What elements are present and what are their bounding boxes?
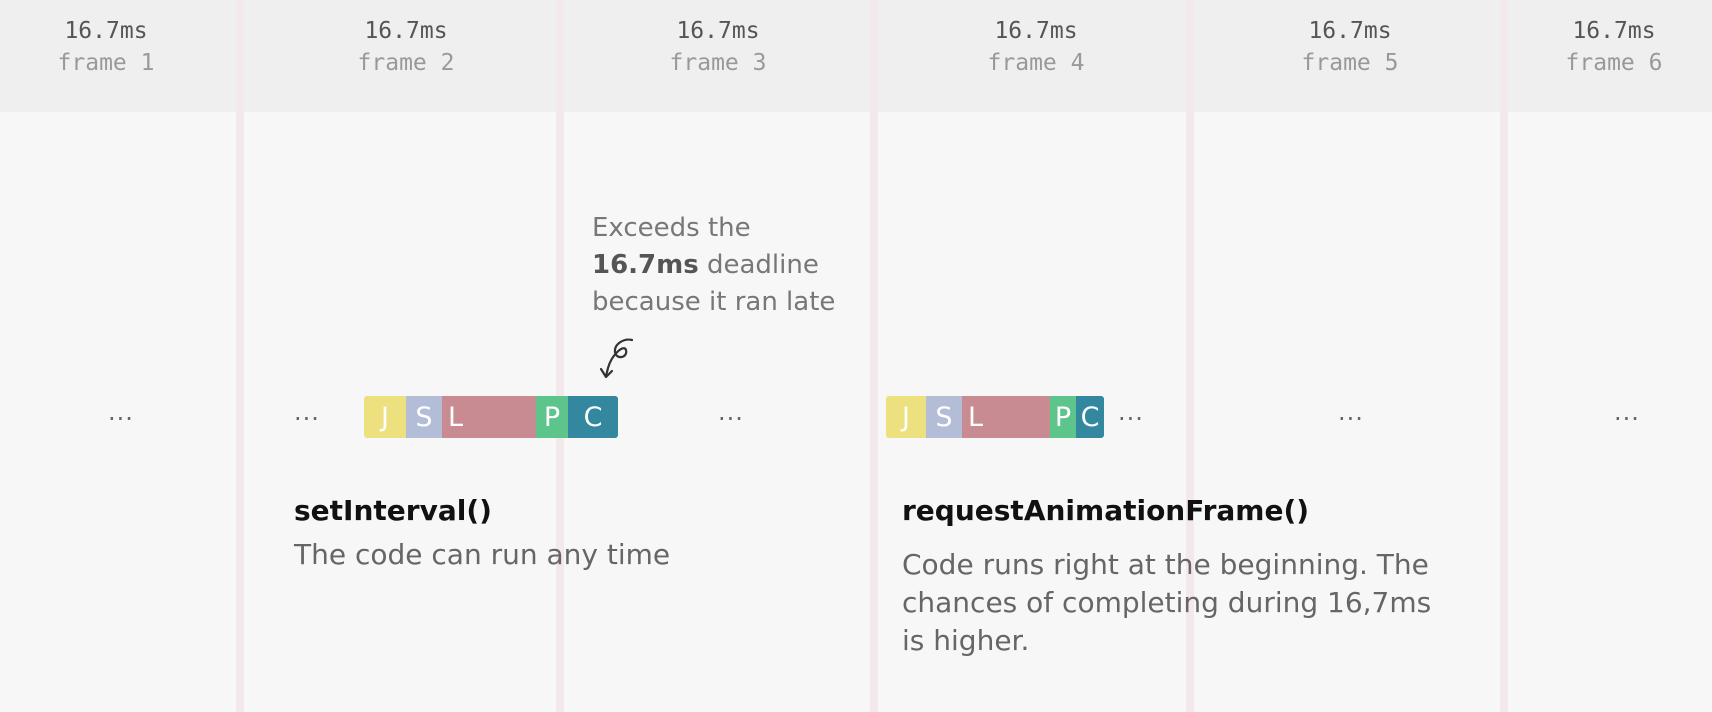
frame-divider	[870, 0, 878, 712]
late-run-annotation: Exceeds the 16.7ms deadline because it r…	[592, 210, 862, 321]
ellipsis-frame-3: ...	[718, 398, 744, 426]
ellipsis-frame-5: ...	[1338, 398, 1364, 426]
segment-layout: L	[442, 396, 536, 438]
raf-description: Code runs right at the beginning. The ch…	[902, 548, 1432, 657]
frame-label-3: 16.7ms frame 3	[618, 0, 818, 112]
ellipsis-frame-6: ...	[1614, 398, 1640, 426]
curly-arrow-icon	[599, 338, 634, 379]
segment-js: J	[364, 396, 406, 438]
annotation-suffix: deadline because it ran late	[592, 250, 836, 317]
frame-duration: 16.7ms	[994, 18, 1078, 44]
frame-label-4: 16.7ms frame 4	[936, 0, 1136, 112]
segment-style: S	[926, 396, 962, 438]
annotation-prefix: Exceeds the	[592, 213, 751, 243]
frame-duration: 16.7ms	[1572, 18, 1656, 44]
setinterval-task-bar: J S L P C	[364, 396, 618, 438]
frame-divider	[1500, 0, 1508, 712]
ellipsis-frame-2: ...	[294, 398, 320, 426]
frame-name: frame 2	[357, 50, 455, 76]
frame-duration: 16.7ms	[676, 18, 760, 44]
segment-layout: L	[962, 396, 1050, 438]
segment-paint: P	[536, 396, 568, 438]
segment-style: S	[406, 396, 442, 438]
ellipsis-frame-4: ...	[1118, 398, 1144, 426]
frame-divider	[1186, 0, 1194, 712]
frame-name: frame 3	[669, 50, 767, 76]
frame-label-5: 16.7ms frame 5	[1250, 0, 1450, 112]
raf-task-bar: J S L P C	[886, 396, 1104, 438]
segment-composite: C	[568, 396, 618, 438]
annotation-emphasis: 16.7ms	[592, 250, 699, 280]
frame-duration: 16.7ms	[1308, 18, 1392, 44]
frame-duration: 16.7ms	[364, 18, 448, 44]
frame-name: frame 6	[1565, 50, 1663, 76]
frame-label-6: 16.7ms frame 6	[1514, 0, 1712, 112]
ellipsis-frame-1: ...	[108, 398, 134, 426]
raf-heading: requestAnimationFrame()	[902, 494, 1310, 527]
segment-paint: P	[1050, 396, 1076, 438]
frame-duration: 16.7ms	[64, 18, 148, 44]
setinterval-description: The code can run any time	[294, 538, 671, 571]
frame-name: frame 4	[987, 50, 1085, 76]
frame-header-strip	[0, 0, 1712, 112]
frame-divider	[556, 0, 564, 712]
frame-label-1: 16.7ms frame 1	[6, 0, 206, 112]
frame-name: frame 1	[57, 50, 155, 76]
frame-name: frame 5	[1301, 50, 1399, 76]
setinterval-heading: setInterval()	[294, 494, 492, 527]
frame-label-2: 16.7ms frame 2	[306, 0, 506, 112]
segment-composite: C	[1076, 396, 1104, 438]
frame-divider	[236, 0, 244, 712]
segment-js: J	[886, 396, 926, 438]
